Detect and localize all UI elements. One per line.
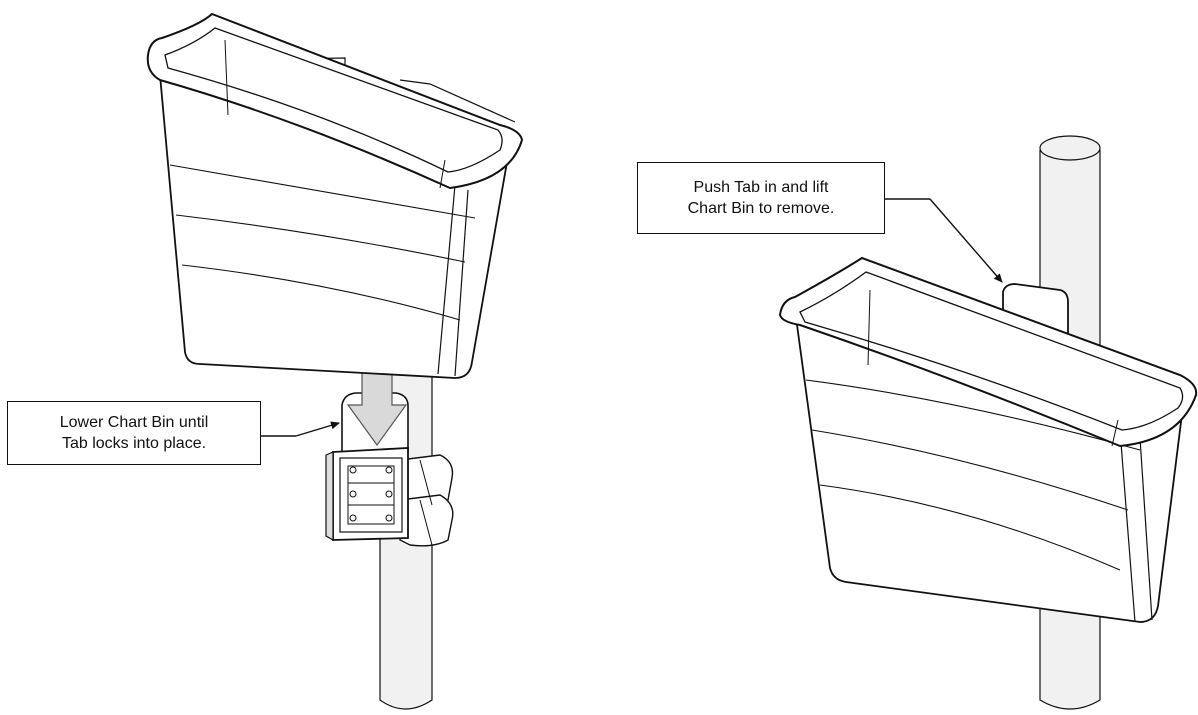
callout-remove-bin: Push Tab in and lift Chart Bin to remove…: [637, 162, 885, 234]
callout-lower-line1: Lower Chart Bin until: [59, 414, 209, 431]
release-tab: [1002, 283, 1069, 342]
callout-lower-bin: Lower Chart Bin until Tab locks into pla…: [7, 401, 261, 465]
callout-remove-line1: Push Tab in and lift: [693, 179, 829, 196]
callout-remove-line2: Chart Bin to remove.: [687, 200, 835, 217]
chart-bin-left: [146, 12, 524, 379]
chart-bin-right: [778, 256, 1198, 623]
leader-arrow-right-diag: [929, 198, 1003, 283]
callout-lower-line2: Tab locks into place.: [61, 435, 207, 452]
leader-arrow-left-diag: [295, 421, 340, 437]
